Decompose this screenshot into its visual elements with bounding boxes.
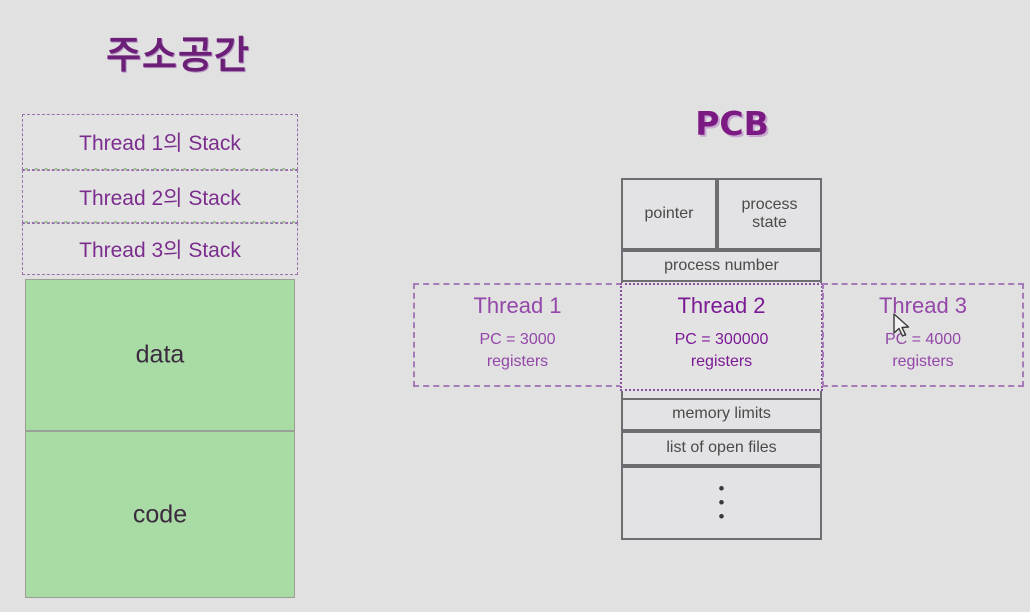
pcb-thread-3-title: Thread 3 (878, 293, 968, 318)
pcb-cell-list-open-files: list of open files (621, 431, 822, 466)
pcb-cell-process-state: process state (717, 178, 822, 250)
pcb-thread-1-registers: registers (486, 353, 549, 370)
pcb-thread-3-pc: PC = 4000 (884, 331, 962, 348)
pcb-cell-pointer-label: pointer (644, 204, 694, 222)
thread-1-stack-label: Thread 1의 Stack (79, 132, 241, 155)
pcb-cell-process-state-line1: process (741, 195, 798, 213)
pcb-thread-3-registers: registers (892, 353, 954, 370)
pcb-cell-process-number-label: process number (664, 256, 779, 274)
pcb-cell-process-number: process number (621, 250, 822, 282)
pcb-title: PCB (695, 104, 769, 143)
thread-2-stack-box: Thread 2의 Stack (22, 170, 298, 223)
pcb-thread-3-box: Thread 3 PC = 4000 registers (822, 283, 1024, 387)
code-block-label: code (132, 500, 188, 528)
thread-2-stack-label: Thread 2의 Stack (79, 186, 241, 210)
pcb-thread-2-box: Thread 2 PC = 300000 registers (620, 283, 823, 391)
pcb-cell-memory-limits: memory limits (621, 398, 822, 431)
thread-3-stack-box: Thread 3의 Stack (22, 223, 298, 275)
pcb-thread-2-pc: PC = 300000 (674, 331, 769, 348)
vertical-ellipsis-icon: ••• (718, 479, 725, 526)
thread-1-stack-box: Thread 1의 Stack (22, 114, 298, 170)
pcb-thread-2-registers: registers (690, 353, 753, 370)
pcb-cell-list-open-files-label: list of open files (666, 439, 777, 457)
address-space-title: 주소공간 (106, 33, 250, 77)
data-block: data (25, 279, 295, 431)
pcb-thread-1-title: Thread 1 (473, 293, 562, 318)
pcb-cell-pointer: pointer (621, 178, 717, 250)
pcb-thread-1-pc: PC = 3000 (479, 331, 556, 348)
pcb-cell-memory-limits-label: memory limits (672, 405, 771, 423)
pcb-thread-2-title: Thread 2 (677, 293, 766, 318)
pcb-cell-process-state-line2: state (752, 214, 787, 231)
thread-3-stack-label: Thread 3의 Stack (79, 239, 241, 262)
pcb-thread-1-box: Thread 1 PC = 3000 registers (413, 283, 622, 387)
code-block: code (25, 431, 295, 598)
mouse-arrow-cursor (893, 313, 910, 337)
data-block-label: data (135, 340, 185, 369)
pcb-cell-ellipsis: ••• (621, 466, 822, 540)
